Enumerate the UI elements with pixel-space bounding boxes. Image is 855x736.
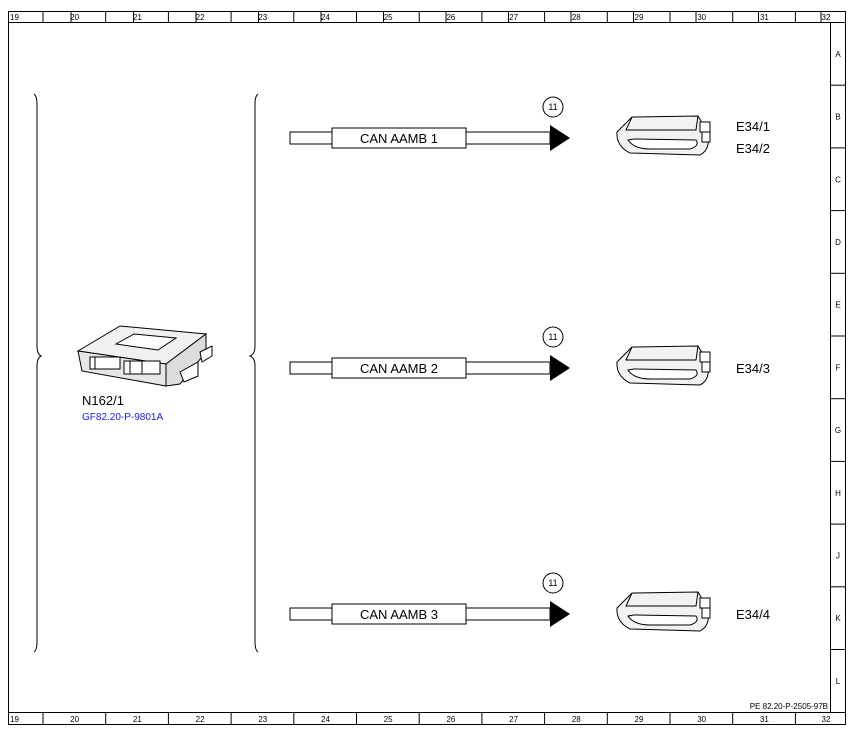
row-letter: A (835, 50, 841, 59)
bus-label: CAN AAMB 3 (360, 607, 438, 622)
ruler-top-number: 30 (697, 13, 706, 22)
callout-number: 11 (548, 578, 557, 588)
ruler-bottom-number: 28 (572, 715, 581, 724)
ruler-bottom-number: 31 (760, 715, 769, 724)
ruler-top-number: 26 (446, 13, 455, 22)
ruler-bottom-number: 30 (697, 715, 706, 724)
row-letter: B (835, 113, 840, 122)
ruler-bottom-number: 29 (635, 715, 644, 724)
lamp-plug-upper (699, 121, 711, 133)
sheet-frame (8, 11, 846, 725)
ecu-module[interactable] (76, 325, 213, 387)
bus-label: CAN AAMB 2 (360, 361, 438, 376)
bus-label-box (331, 603, 467, 625)
callout-circle (542, 96, 564, 118)
ruler-bottom-number: 21 (133, 715, 142, 724)
ruler-top-number: 32 (822, 13, 831, 22)
lamp-plug-lower (701, 361, 711, 373)
ruler-top-number: 28 (572, 13, 581, 22)
row-letter: H (835, 489, 841, 498)
lamp-top-edge (625, 591, 699, 607)
footwell-lamp[interactable] (616, 345, 711, 386)
ruler-top-number: 20 (70, 13, 79, 22)
ruler-bottom-number: 22 (196, 715, 205, 724)
row-letter: G (835, 426, 841, 435)
bus-label-box (331, 357, 467, 379)
callout-number: 11 (548, 332, 557, 342)
ecu-mount-tab (179, 361, 199, 383)
connector-label: E34/3 (736, 361, 770, 376)
ruler-bottom-number: 25 (384, 715, 393, 724)
bus-arrow-head (550, 601, 570, 627)
row-letter: C (835, 175, 841, 184)
row-letter: E (835, 301, 840, 310)
row-letter: K (835, 614, 841, 623)
connector-label: E34/2 (736, 141, 770, 156)
ruler-bottom-number: 23 (258, 715, 267, 724)
bus-label-box (331, 127, 467, 149)
ruler-top-number: 29 (635, 13, 644, 22)
ruler-bottom-number: 20 (70, 715, 79, 724)
callout-circle (542, 572, 564, 594)
middle-brace (248, 93, 259, 653)
ruler-top-number: 27 (509, 13, 518, 22)
ruler-top-number: 21 (133, 13, 142, 22)
ruler-top-number: 19 (10, 13, 19, 22)
ruler-bottom-number: 32 (822, 715, 831, 724)
ruler-top-number: 23 (258, 13, 267, 22)
lamp-lens (627, 138, 698, 150)
bottom-ruler: 19 20 21 22 23 24 25 26 27 28 29 30 31 32 (8, 712, 846, 725)
row-letter: L (836, 677, 841, 686)
ecu-reference-link[interactable]: GF82.20-P-9801A (82, 412, 163, 423)
row-letter: J (836, 551, 840, 560)
ruler-top-number: 22 (196, 13, 205, 22)
bus-arrow-head (550, 125, 570, 151)
connector-label: E34/1 (736, 119, 770, 134)
bus-label: CAN AAMB 1 (360, 131, 438, 146)
ruler-bottom-number: 26 (446, 715, 455, 724)
row-letter: D (835, 238, 841, 247)
row-letter: F (836, 363, 841, 372)
lamp-lens (627, 368, 698, 380)
ruler-top-number: 24 (321, 13, 330, 22)
lamp-plug-lower (701, 131, 711, 143)
lamp-plug-lower (701, 607, 711, 619)
ecu-connector-a (89, 356, 121, 370)
lamp-plug-upper (699, 597, 711, 609)
top-ruler: 19 20 21 22 23 24 25 26 27 28 29 30 31 32 (8, 11, 846, 23)
row-letter-strip: A B C D E F G H J K L (830, 22, 846, 713)
ecu-label: N162/1 (82, 393, 124, 408)
ecu-top-window (114, 333, 178, 351)
sheet-id: PE 82.20-P-2505-97B (750, 702, 828, 711)
ruler-top-number: 31 (760, 13, 769, 22)
bus-arrow-head (550, 355, 570, 381)
connector-label: E34/4 (736, 607, 770, 622)
ruler-bottom-number: 19 (10, 715, 19, 724)
footwell-lamp[interactable] (616, 591, 711, 632)
lamp-top-edge (625, 345, 699, 361)
ruler-bottom-number: 24 (321, 715, 330, 724)
ecu-side-clip (199, 345, 213, 363)
lamp-lens (627, 614, 698, 626)
lamp-plug-upper (699, 351, 711, 363)
ruler-bottom-number: 27 (509, 715, 518, 724)
ruler-top-number: 25 (384, 13, 393, 22)
lamp-top-edge (625, 115, 699, 131)
callout-circle (542, 326, 564, 348)
footwell-lamp[interactable] (616, 115, 711, 156)
left-brace (33, 93, 43, 653)
callout-number: 11 (548, 102, 557, 112)
